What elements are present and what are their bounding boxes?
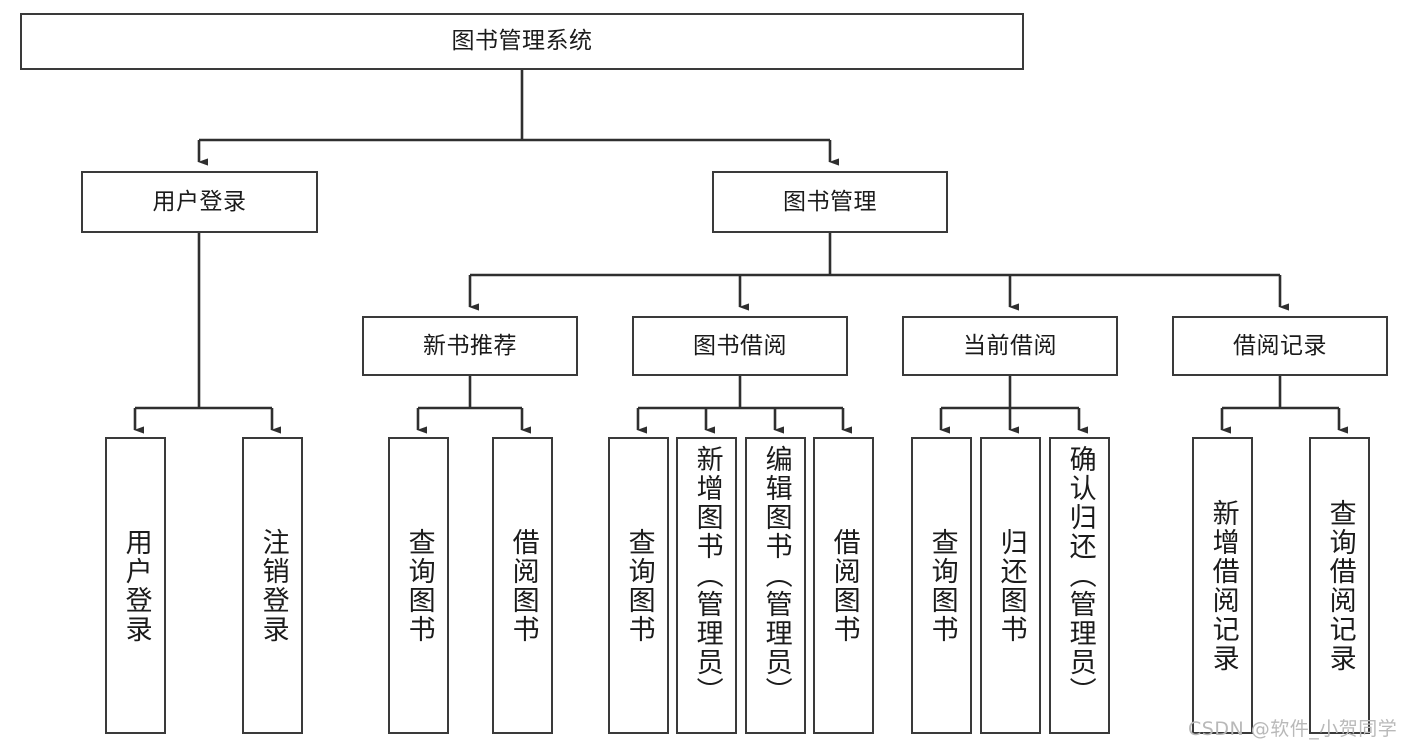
leaf-recommend-query-book[interactable]: 查询图书 [388,437,449,734]
node-label: 新增借阅记录 [1207,498,1239,673]
node-book-borrow[interactable]: 图书借阅 [632,316,848,376]
leaf-borrow-borrow-book[interactable]: 借阅图书 [813,437,874,734]
node-label: 查询借阅记录 [1324,498,1356,673]
node-label: 当前借阅 [963,332,1057,359]
node-label: 用户登录 [120,527,152,644]
leaf-record-add-record[interactable]: 新增借阅记录 [1192,437,1253,734]
node-label: 图书管理系统 [451,28,593,54]
node-book-management[interactable]: 图书管理 [712,171,948,233]
leaf-current-return-book[interactable]: 归还图书 [980,437,1041,734]
node-borrow-record[interactable]: 借阅记录 [1172,316,1388,376]
leaf-user-login-logout[interactable]: 注销登录 [242,437,303,734]
node-label: 借阅图书 [828,527,860,644]
leaf-user-login-login[interactable]: 用户登录 [105,437,166,734]
leaf-borrow-edit-book-admin[interactable]: 编辑图书（管理员） [745,437,806,734]
node-new-book-recommend[interactable]: 新书推荐 [362,316,578,376]
leaf-current-confirm-return-admin[interactable]: 确认归还（管理员） [1049,437,1110,734]
node-label: 查询图书 [623,527,655,644]
node-label: 图书管理 [783,188,877,215]
leaf-recommend-borrow-book[interactable]: 借阅图书 [492,437,553,734]
leaf-current-query-book[interactable]: 查询图书 [911,437,972,734]
watermark: CSDN @软件_小贺同学 [1188,718,1398,740]
node-label: 新书推荐 [423,332,517,359]
leaf-borrow-query-book[interactable]: 查询图书 [608,437,669,734]
leaf-borrow-add-book-admin[interactable]: 新增图书（管理员） [676,437,737,734]
leaf-record-query-record[interactable]: 查询借阅记录 [1309,437,1370,734]
node-label: 注销登录 [257,527,289,644]
node-current-borrow[interactable]: 当前借阅 [902,316,1118,376]
node-label: 编辑图书（管理员） [760,445,792,706]
node-label: 查询图书 [926,527,958,644]
node-label: 借阅记录 [1233,332,1327,359]
node-label: 新增图书（管理员） [691,445,723,706]
node-label: 查询图书 [403,527,435,644]
node-label: 用户登录 [152,188,247,215]
node-root-system[interactable]: 图书管理系统 [20,13,1024,70]
node-label: 确认归还（管理员） [1064,445,1096,706]
node-label: 图书借阅 [693,332,787,359]
node-label: 借阅图书 [507,527,539,644]
node-label: 归还图书 [995,527,1027,644]
node-user-login[interactable]: 用户登录 [81,171,318,233]
